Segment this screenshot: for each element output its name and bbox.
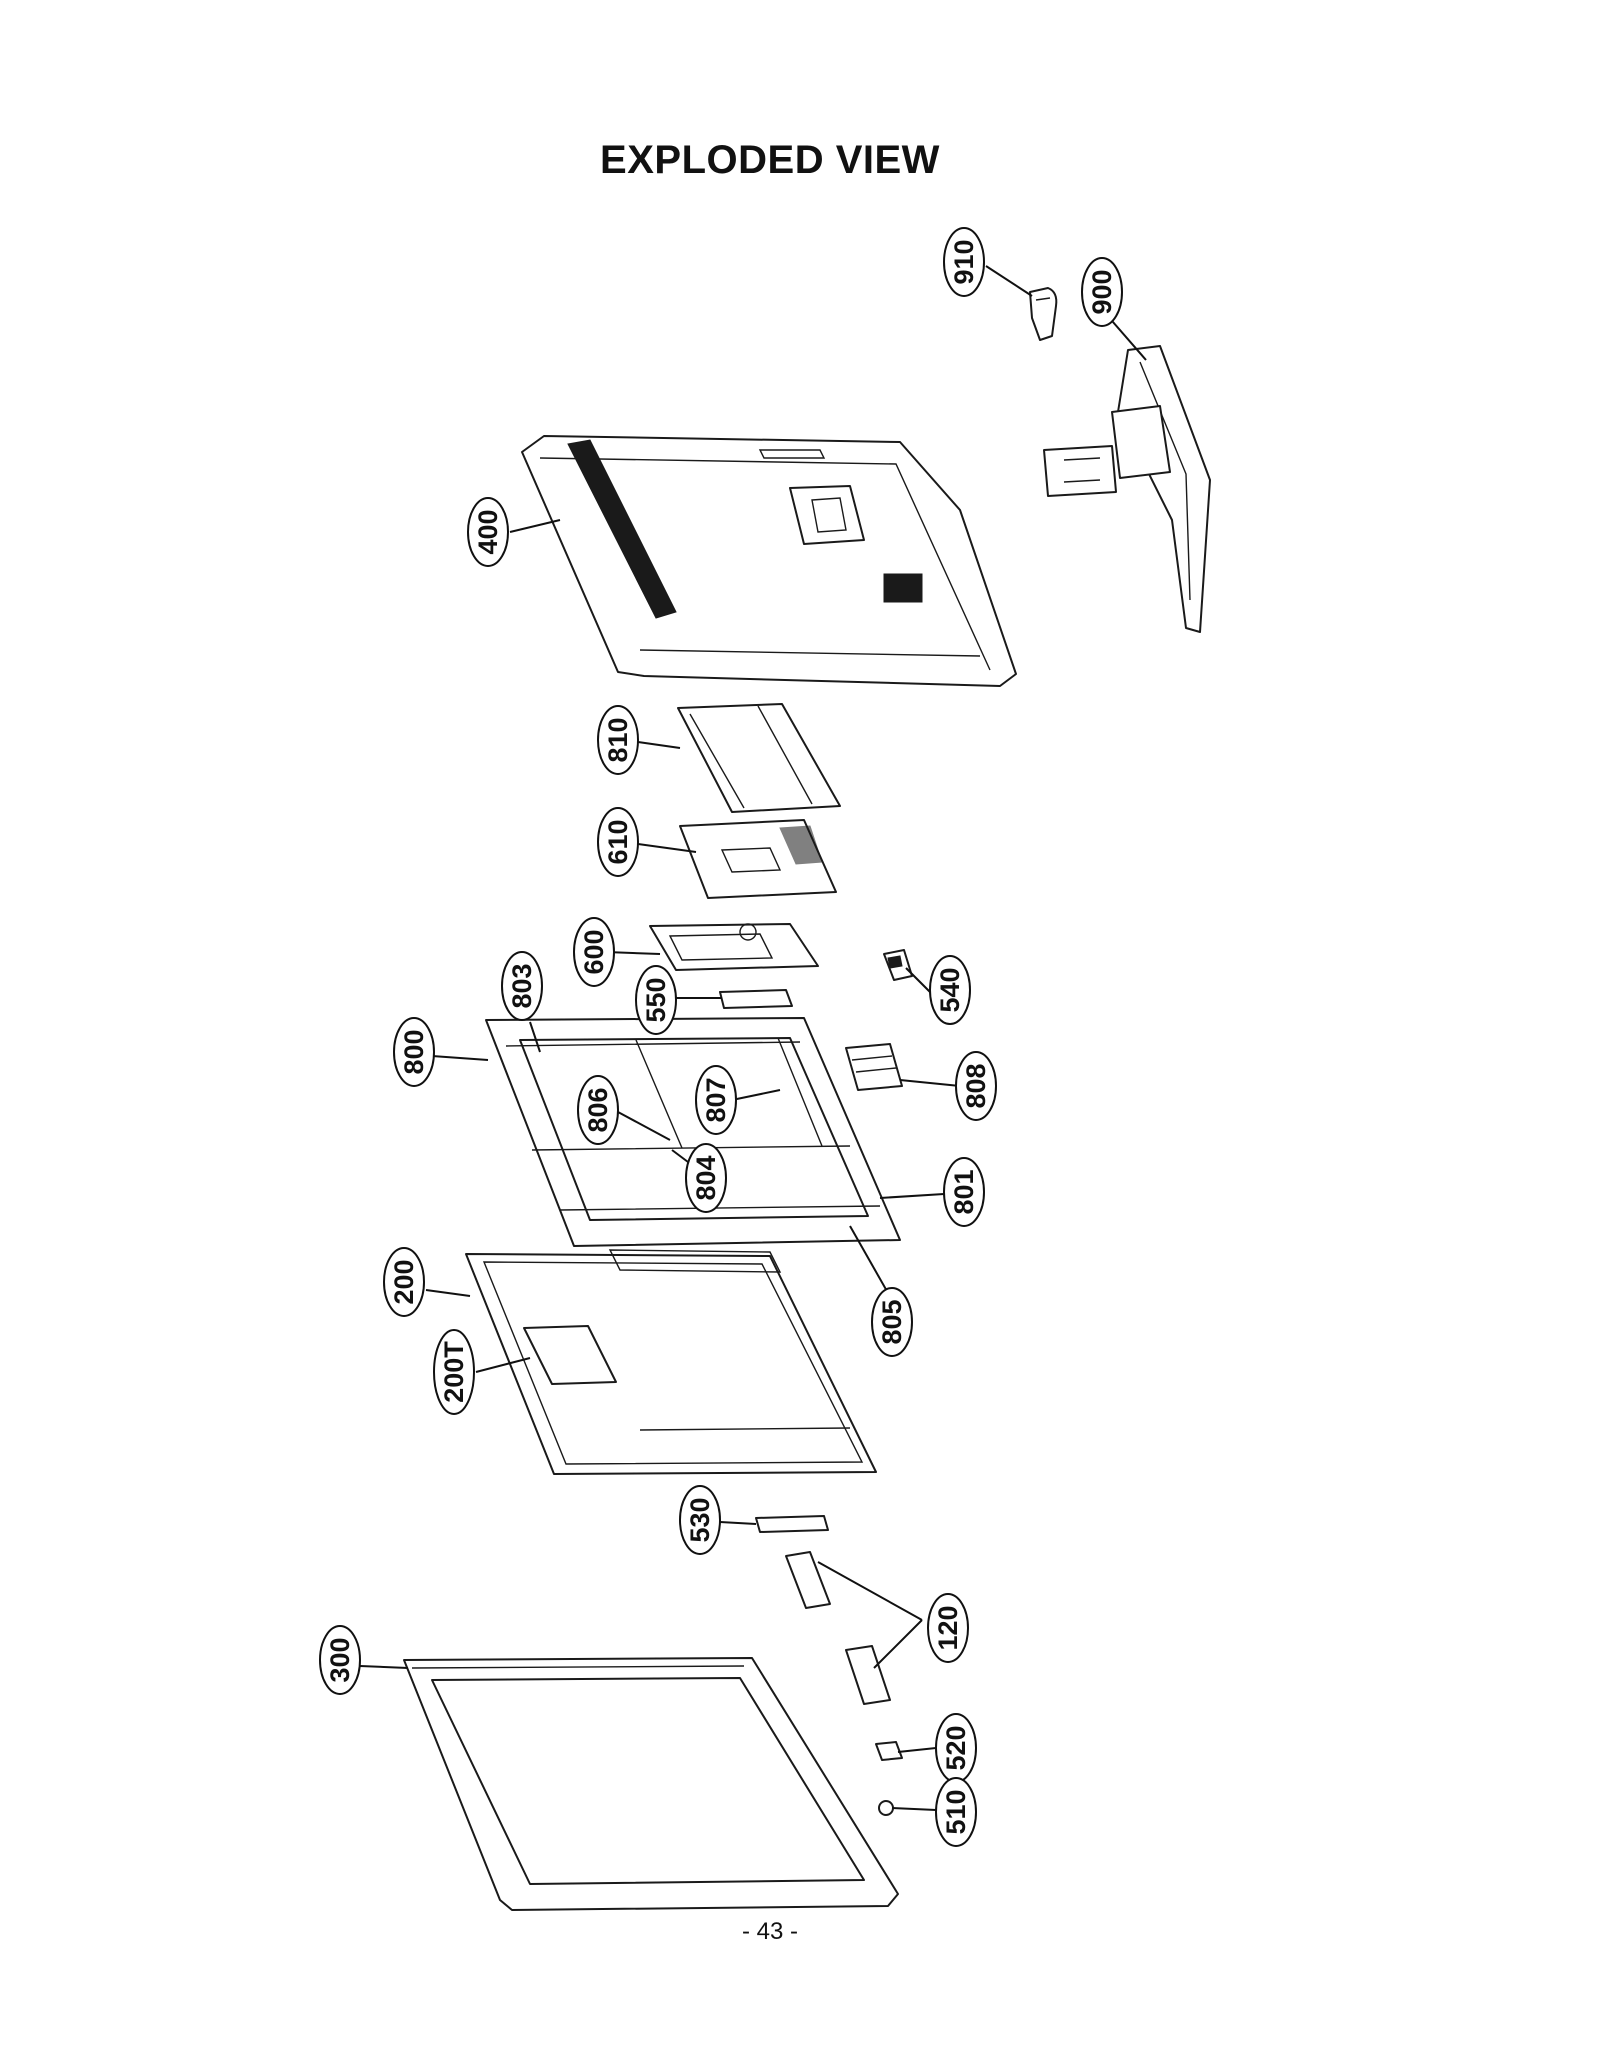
callout-200T-label: 200T bbox=[439, 1341, 469, 1403]
callout-540-label: 540 bbox=[935, 967, 965, 1012]
callout-600-label: 600 bbox=[579, 929, 609, 974]
callout-804-label: 804 bbox=[691, 1155, 721, 1200]
callout-610-label: 610 bbox=[603, 819, 633, 864]
part-900-stand bbox=[1043, 345, 1211, 633]
part-810-shield bbox=[677, 703, 841, 813]
part-550-bracket bbox=[719, 989, 793, 1009]
callout-810-label: 810 bbox=[603, 717, 633, 762]
callout-550-label: 550 bbox=[641, 977, 671, 1022]
callout-400-label: 400 bbox=[473, 509, 503, 554]
callout-520: 520 bbox=[935, 1713, 977, 1783]
callout-530: 530 bbox=[679, 1485, 721, 1555]
callout-520-label: 520 bbox=[941, 1725, 971, 1770]
part-400-back-cover bbox=[521, 435, 1017, 687]
callout-810: 810 bbox=[597, 705, 639, 775]
callout-806-label: 806 bbox=[583, 1087, 613, 1132]
callout-120-label: 120 bbox=[933, 1605, 963, 1650]
callout-600: 600 bbox=[573, 917, 615, 987]
part-510-button bbox=[878, 1800, 894, 1816]
callout-550: 550 bbox=[635, 965, 677, 1035]
part-540-connector bbox=[883, 949, 913, 981]
callout-801: 801 bbox=[943, 1157, 985, 1227]
part-300-front-cover bbox=[403, 1657, 899, 1911]
callout-400: 400 bbox=[467, 497, 509, 567]
callout-805: 805 bbox=[871, 1287, 913, 1357]
part-910-hinge-cover bbox=[1029, 287, 1058, 341]
callout-200T: 200T bbox=[433, 1329, 475, 1415]
callout-900: 900 bbox=[1081, 257, 1123, 327]
callout-910-label: 910 bbox=[949, 239, 979, 284]
page-number: - 43 - bbox=[741, 1918, 798, 1945]
callout-804: 804 bbox=[685, 1143, 727, 1213]
callout-530-label: 530 bbox=[685, 1497, 715, 1542]
page-title: EXPLODED VIEW bbox=[600, 138, 940, 182]
part-520-ir-board bbox=[875, 1741, 903, 1761]
callout-300-label: 300 bbox=[325, 1637, 355, 1682]
callout-800: 800 bbox=[393, 1017, 435, 1087]
part-600-power-board bbox=[649, 923, 819, 971]
callout-805-label: 805 bbox=[877, 1299, 907, 1344]
callout-808-label: 808 bbox=[961, 1063, 991, 1108]
callout-120: 120 bbox=[927, 1593, 969, 1663]
part-610-main-board bbox=[679, 819, 837, 899]
part-120-speakers bbox=[785, 1551, 891, 1705]
callout-610: 610 bbox=[597, 807, 639, 877]
callout-803-label: 803 bbox=[507, 963, 537, 1008]
callout-300: 300 bbox=[319, 1625, 361, 1695]
callout-808: 808 bbox=[955, 1051, 997, 1121]
callout-801-label: 801 bbox=[949, 1169, 979, 1214]
part-800-frame bbox=[485, 1017, 901, 1247]
callout-910: 910 bbox=[943, 227, 985, 297]
callout-807: 807 bbox=[695, 1065, 737, 1135]
callout-200-label: 200 bbox=[389, 1259, 419, 1304]
callout-803: 803 bbox=[501, 951, 543, 1021]
part-530-key-board bbox=[755, 1515, 829, 1533]
callout-800-label: 800 bbox=[399, 1029, 429, 1074]
callout-900-label: 900 bbox=[1087, 269, 1117, 314]
leader-lines bbox=[359, 265, 1147, 1811]
callout-200: 200 bbox=[383, 1247, 425, 1317]
callout-510-label: 510 bbox=[941, 1789, 971, 1834]
callout-807-label: 807 bbox=[701, 1077, 731, 1122]
part-200-backlight bbox=[465, 1249, 877, 1475]
callout-510: 510 bbox=[935, 1777, 977, 1847]
part-808-connector-block bbox=[845, 1043, 903, 1091]
callout-540: 540 bbox=[929, 955, 971, 1025]
callout-806: 806 bbox=[577, 1075, 619, 1145]
